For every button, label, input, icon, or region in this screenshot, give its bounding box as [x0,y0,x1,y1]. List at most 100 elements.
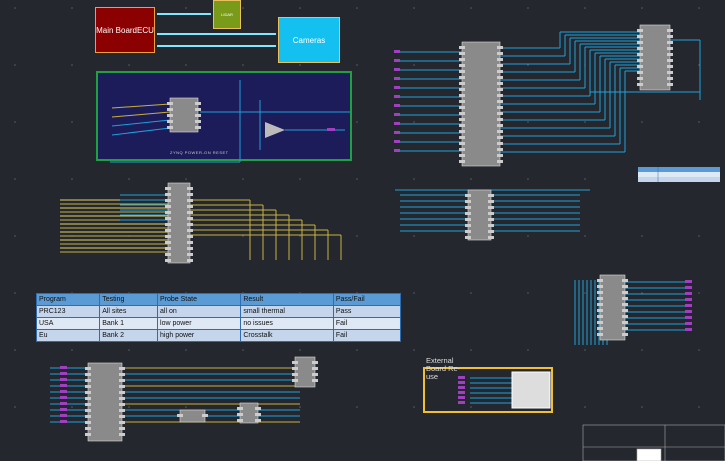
ic-pin [165,247,171,250]
cell: Fail [332,317,402,330]
ic-pin [459,94,465,97]
grid-dot [14,7,16,9]
grid-dot [584,235,586,237]
ic-pin [85,391,91,394]
ic-pin [195,120,201,123]
ic-pin [465,224,471,227]
ic-pin [167,108,173,111]
connector [511,371,551,409]
ic-pin [167,126,173,129]
ic-pin [622,285,628,288]
ic-pin [167,120,173,123]
ic-pin [195,114,201,117]
net-label [685,298,692,301]
ic-pin [622,309,628,312]
ic-pin [622,279,628,282]
grid-dot [527,178,529,180]
ic-pin [237,419,243,422]
ic-pin [637,47,643,50]
ic-pin [459,46,465,49]
ic-pin [497,160,503,163]
cell: Bank 2 [99,329,159,342]
grid-dot [242,178,244,180]
grid-dot [470,178,472,180]
ic-pin [667,53,673,56]
net-label [60,366,67,369]
grid-dot [14,235,16,237]
wire [111,127,171,136]
ic-pin [497,94,503,97]
ic-pin [292,361,298,364]
ic-chip [461,41,501,167]
ic-pin [459,52,465,55]
power-reset-frame [96,71,352,161]
ic-pin [667,83,673,86]
ic-pin [85,379,91,382]
grid-dot [470,7,472,9]
net-label [60,390,67,393]
ic-pin [165,253,171,256]
ic-pin [622,291,628,294]
main-board-ecu-block[interactable]: Main BoardECU [95,7,155,53]
grid-dot [242,235,244,237]
net-label [394,113,400,116]
ic-pin [459,58,465,61]
grid-dot [185,178,187,180]
test-results-table[interactable]: Program Testing Probe State Result Pass/… [35,293,402,342]
ic-pin [312,373,318,376]
ic-pin [497,76,503,79]
ic-pin [255,419,261,422]
grid-dot [470,349,472,351]
cell: USA [35,317,101,330]
ic-pin [187,211,193,214]
ic-pin [465,236,471,239]
net-label [685,292,692,295]
ic-pin [187,187,193,190]
ic-pin [622,333,628,336]
net-label [458,401,465,404]
ic-pin [465,206,471,209]
grid-dot [584,349,586,351]
ic-pin [459,118,465,121]
ic-pin [195,108,201,111]
ic-pin [165,205,171,208]
ic-pin [637,59,643,62]
ic-pin [459,64,465,67]
header-result: Result [240,293,334,306]
lidar-block[interactable]: LIDAR [213,0,241,29]
wire [111,119,171,127]
wire [111,111,171,118]
grid-dot [14,406,16,408]
net-label [685,310,692,313]
ic-pin [465,200,471,203]
ic-pin [497,100,503,103]
cell: high power [157,329,242,342]
external-board-label: External Board Re-use [426,356,461,381]
ic-pin [167,102,173,105]
header-probe-state: Probe State [157,293,242,306]
ic-pin [202,414,208,417]
ic-pin [622,315,628,318]
ic-pin [292,367,298,370]
net-label [685,316,692,319]
ic-pin [497,64,503,67]
cameras-block[interactable]: Cameras [278,17,340,63]
ic-pin [85,403,91,406]
grid-dot [356,406,358,408]
grid-dot [185,406,187,408]
net-label [60,384,67,387]
ic-pin [165,193,171,196]
power-reset-title: ZYNQ POWER-ON RESET [170,150,229,155]
grid-dot [698,349,700,351]
ic-pin [637,71,643,74]
cell: small thermal [240,305,334,318]
ic-pin [119,391,125,394]
net-label [394,68,400,71]
grid-dot [71,406,73,408]
grid-dot [527,292,529,294]
ic-pin [597,297,603,300]
net-label [685,304,692,307]
grid-dot [698,406,700,408]
